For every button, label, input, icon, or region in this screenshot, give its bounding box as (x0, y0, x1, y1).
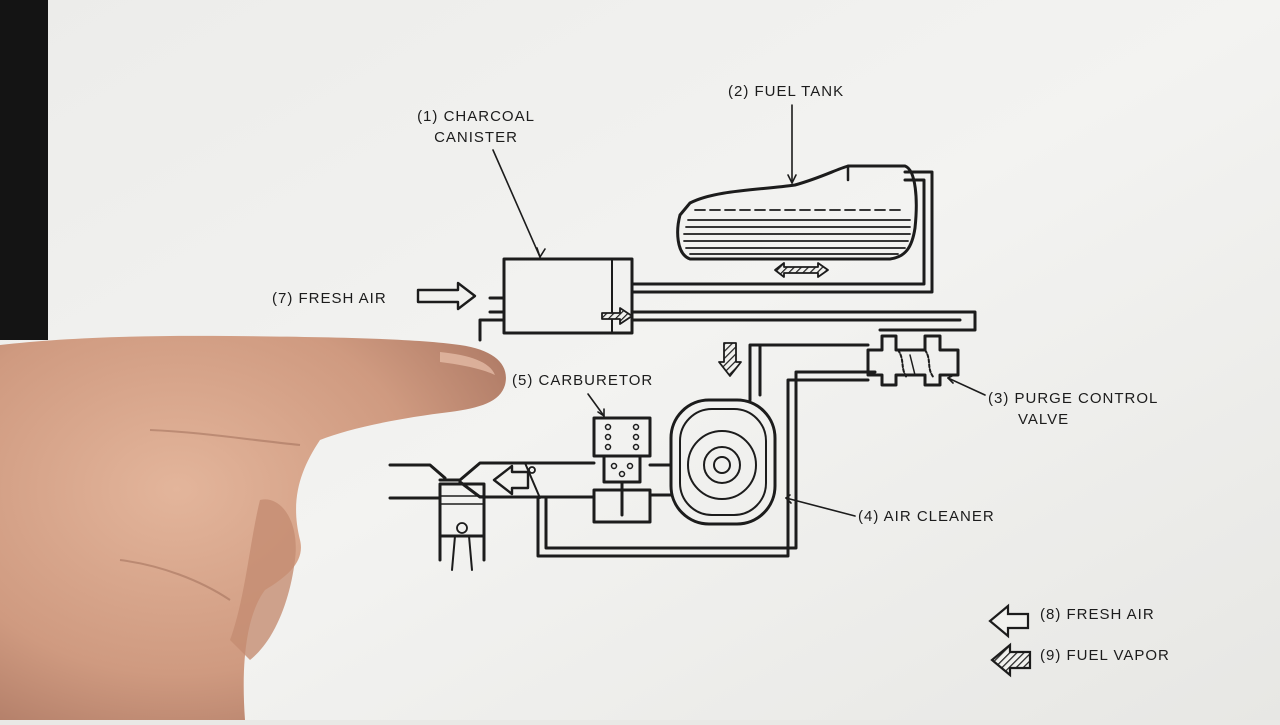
carburetor-shape (592, 416, 673, 524)
legend-fuel-vapor-label: (9) FUEL VAPOR (1040, 647, 1170, 664)
hatched-arrow-icon (990, 642, 1032, 678)
fuel-tank-label: (2) FUEL TANK (728, 83, 845, 100)
legend-fresh-air-label: (8) FRESH AIR (1040, 606, 1155, 623)
charcoal-canister-label-line2: CANISTER (434, 129, 518, 146)
purge-control-valve-shape (866, 334, 960, 387)
tank-vapor-arrow-icon (774, 262, 829, 278)
leader-lines (492, 104, 986, 517)
purge-control-valve-label-line1: (3) PURGE CONTROL (988, 390, 1159, 407)
canister-vapor-arrow-icon (601, 307, 633, 325)
intake-manifold-shape (388, 461, 596, 500)
fresh-air-inlet-label: (7) FRESH AIR (272, 290, 387, 307)
charcoal-canister-label: (1) CHARCOAL CANISTER (396, 106, 556, 148)
hollow-arrow-icon (988, 603, 1030, 639)
monitor-bezel (0, 0, 48, 340)
charcoal-canister-label-line1: (1) CHARCOAL (417, 108, 535, 125)
charcoal-canister-shape (478, 257, 977, 342)
pointing-hand (0, 335, 506, 720)
intake-air-arrow-icon (492, 464, 530, 496)
purge-control-valve-label: (3) PURGE CONTROL VALVE (988, 388, 1158, 430)
air-cleaner-shape (669, 398, 777, 526)
tank-vapor-line (630, 170, 934, 294)
purge-line (536, 343, 877, 558)
carburetor-label: (5) CARBURETOR (512, 372, 654, 389)
engine-cylinder-shape (438, 482, 486, 571)
fresh-air-arrow-icon (416, 281, 477, 311)
purge-vapor-arrow-icon (718, 342, 742, 377)
purge-control-valve-label-line2: VALVE (1018, 411, 1070, 428)
air-cleaner-label: (4) AIR CLEANER (858, 508, 995, 525)
